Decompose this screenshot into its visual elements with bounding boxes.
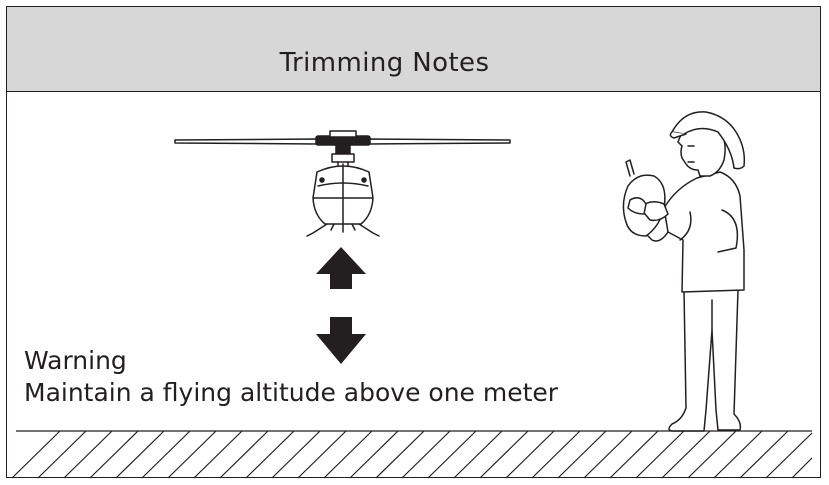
pilot-with-transmitter-icon	[622, 111, 746, 432]
helicopter-icon	[174, 130, 511, 237]
warning-text: Maintain a flying altitude above one met…	[24, 378, 559, 407]
arrow-up-icon	[316, 247, 366, 289]
arrow-down-icon	[316, 317, 366, 364]
warning-heading: Warning	[24, 346, 127, 375]
hatched-ground-icon	[11, 430, 813, 479]
warning-note: Warning Maintain a flying altitude above…	[24, 345, 558, 409]
header-bar: Trimming Notes	[7, 7, 820, 92]
diagram-frame: Trimming Notes Warning Maintain a flying…	[6, 6, 821, 478]
diagram-title: Trimming Notes	[279, 48, 490, 78]
